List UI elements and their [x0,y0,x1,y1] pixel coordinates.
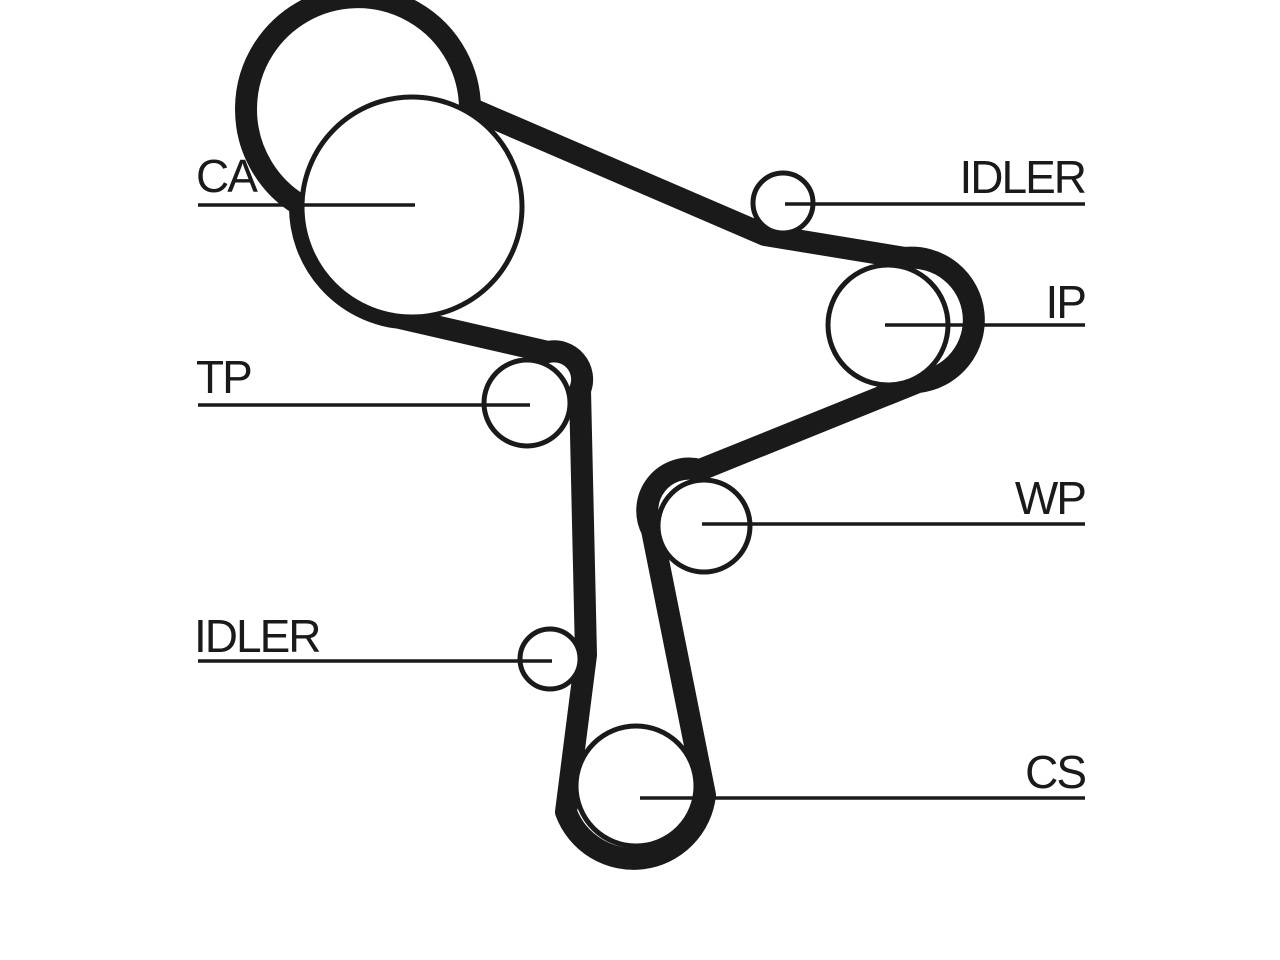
label-idler-bottom: IDLER [194,610,320,662]
label-idler-top: IDLER [960,151,1086,203]
camshaft-pulley [299,94,525,320]
water-pump-pulley [655,477,753,575]
label-ip: IP [1046,276,1086,328]
label-cs: CS [1025,746,1085,798]
label-ca: CA [196,150,258,202]
label-wp: WP [1015,472,1085,524]
idler-pulley-bottom [517,626,583,692]
label-tp: TP [196,351,251,403]
crankshaft-pulley [573,723,699,849]
tensioner-pulley [481,357,573,449]
timing-belt [235,0,985,870]
